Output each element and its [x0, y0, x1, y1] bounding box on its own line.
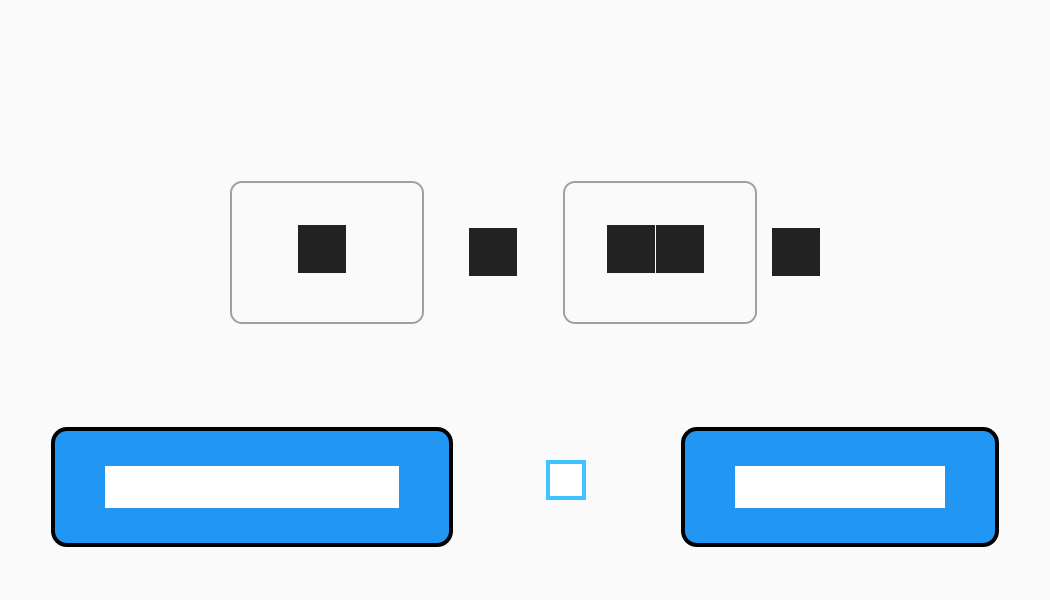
missing-glyph-icon	[298, 225, 346, 273]
minutes-unit-label	[772, 228, 820, 276]
missing-glyph-icon	[607, 225, 655, 273]
hours-input-value	[232, 183, 233, 184]
minutes-input[interactable]	[563, 181, 757, 324]
hours-unit-label	[469, 228, 517, 276]
primary-action-button[interactable]	[51, 427, 453, 547]
secondary-action-button[interactable]	[681, 427, 999, 547]
secondary-action-label-placeholder	[735, 466, 945, 508]
hours-input[interactable]	[230, 181, 424, 324]
missing-glyph-icon	[656, 225, 704, 273]
option-checkbox[interactable]	[546, 460, 586, 500]
primary-action-label-placeholder	[105, 466, 399, 508]
minutes-input-value	[565, 183, 566, 184]
